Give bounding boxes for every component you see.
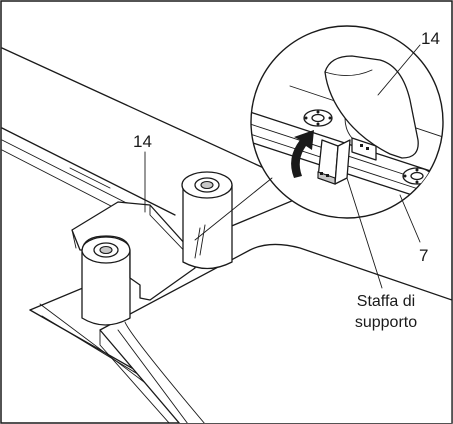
- conveyor-belt: [99, 243, 452, 423]
- callout-detail-14: 14: [421, 29, 440, 48]
- detail-leader-line: [194, 177, 273, 241]
- leader-line-detail-14: [377, 44, 421, 96]
- leader-line-bracket: [346, 177, 383, 289]
- leader-line-rail-7: [399, 194, 421, 243]
- callout-main-14: 14: [133, 132, 152, 151]
- roller-left: [81, 236, 131, 326]
- callout-bracket-line2: supporto: [355, 314, 417, 331]
- callout-rail-7: 7: [419, 246, 428, 265]
- callout-bracket-line1: Staffa di: [357, 293, 415, 310]
- hinged-cover-14: [324, 55, 419, 159]
- roller-right: [181, 171, 233, 270]
- rotation-arrow-icon: [291, 130, 314, 178]
- roller-cover-14: [71, 201, 196, 301]
